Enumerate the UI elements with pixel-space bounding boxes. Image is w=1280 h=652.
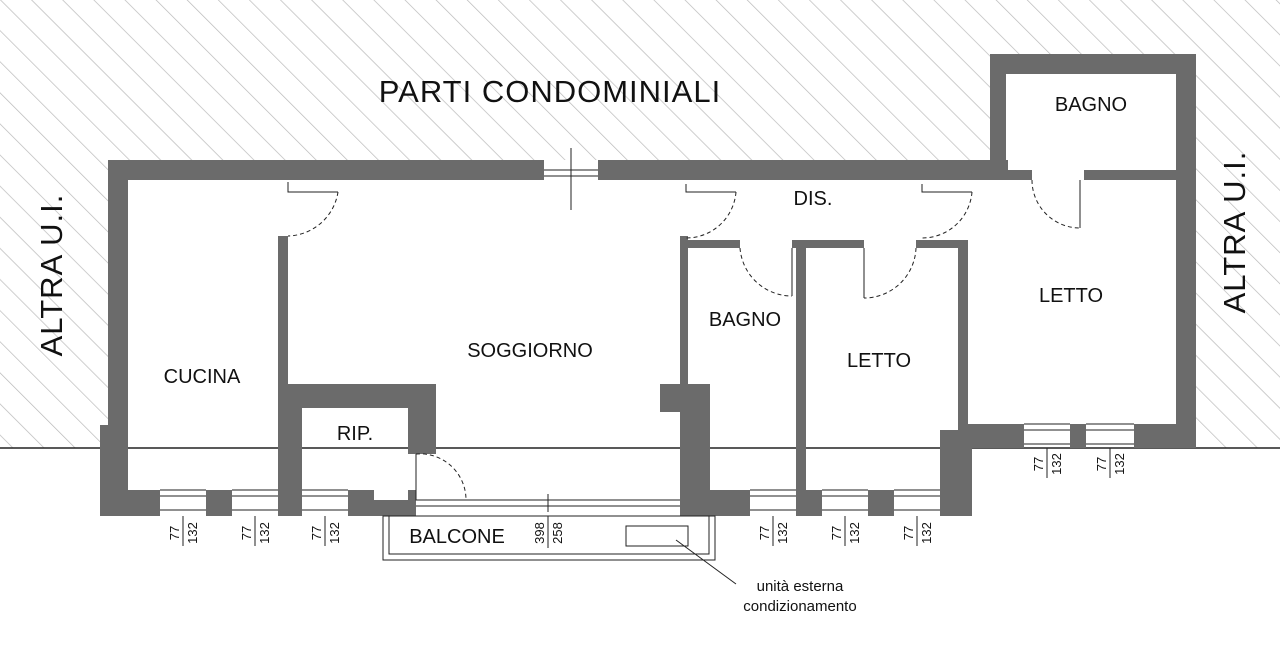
dimension-ticks [182, 448, 1111, 548]
dim-sill: 77 [829, 526, 844, 540]
door-arc [287, 191, 339, 237]
wall [680, 490, 750, 516]
wall [108, 160, 544, 180]
wall [958, 424, 1024, 448]
wall [278, 384, 302, 516]
wall [792, 240, 864, 248]
room-label-bagno-mid: BAGNO [709, 309, 781, 331]
door-arc [415, 453, 467, 501]
door-swing [921, 184, 972, 193]
wall [408, 384, 436, 454]
window-dimensions: 77 132 77 132 77 132 77 132 77 132 77 13… [167, 453, 1127, 544]
common-areas-hatch [0, 0, 1280, 448]
side-label-left: ALTRA U.I. [34, 194, 69, 357]
window [1024, 423, 1070, 445]
window [750, 489, 796, 511]
wall [796, 240, 806, 516]
balcony [382, 515, 737, 585]
wall [1084, 170, 1176, 180]
window [1086, 423, 1134, 445]
room-label-ripostiglio: RIP. [337, 423, 373, 445]
room-label-balcone: BALCONE [409, 526, 505, 548]
entrance-gap [544, 148, 598, 210]
wall [1070, 424, 1086, 448]
walls [100, 54, 1196, 516]
wall [408, 490, 416, 516]
dim-height: 132 [847, 522, 862, 544]
side-label-right: ALTRA U.I. [1217, 151, 1252, 314]
dim-sill: 77 [1094, 457, 1109, 471]
door-arc [739, 247, 793, 297]
wall [278, 236, 288, 416]
wall [680, 236, 688, 386]
room-label-cucina: CUCINA [164, 366, 241, 388]
wall [348, 500, 416, 516]
doors [287, 179, 1081, 501]
wall [958, 240, 968, 440]
room-label-letto-mid: LETTO [847, 350, 911, 372]
dim-height: 132 [919, 522, 934, 544]
door-swing [287, 182, 338, 193]
door-arc [685, 191, 737, 239]
wall [108, 490, 160, 516]
window [232, 489, 278, 511]
window [822, 489, 868, 511]
wall [1134, 424, 1196, 448]
dim-balcony-width: 398 [532, 522, 547, 544]
window [894, 489, 940, 511]
dim-height: 132 [185, 522, 200, 544]
ac-note-line1: unità esterna [757, 578, 844, 595]
ac-leader-line [675, 539, 737, 585]
window [160, 489, 206, 511]
wall [796, 490, 822, 516]
dim-height: 132 [1112, 453, 1127, 475]
door-swing [415, 454, 466, 501]
wall [206, 490, 232, 516]
room-label-letto-right: LETTO [1039, 285, 1103, 307]
dim-height: 132 [257, 522, 272, 544]
windows [160, 148, 1134, 512]
dim-height: 132 [1049, 453, 1064, 475]
door-arc [921, 191, 973, 239]
door-swing [685, 184, 736, 193]
window [302, 489, 348, 511]
hatched-areas [0, 0, 1280, 448]
room-label-bagno-top: BAGNO [1055, 94, 1127, 116]
door-arc [1031, 179, 1081, 229]
ac-note-line2: condizionamento [743, 598, 856, 615]
dim-sill: 77 [901, 526, 916, 540]
page-title: PARTI CONDOMINIALI [379, 74, 721, 109]
wall [916, 240, 966, 248]
dim-height: 132 [775, 522, 790, 544]
wall [990, 54, 1006, 180]
dim-sill: 77 [757, 526, 772, 540]
room-label-soggiorno: SOGGIORNO [467, 340, 593, 362]
dim-sill: 77 [1031, 457, 1046, 471]
door-arc [863, 247, 917, 299]
dim-sill: 77 [309, 526, 324, 540]
dim-height: 132 [327, 522, 342, 544]
wall [686, 240, 740, 248]
dim-sill: 77 [167, 526, 182, 540]
wall [990, 54, 1196, 74]
wall [868, 490, 894, 516]
balcony-door [416, 494, 680, 512]
dim-sill: 77 [239, 526, 254, 540]
room-label-disimpegno: DIS. [794, 188, 833, 210]
balcony-inner [388, 515, 710, 555]
ac-unit [625, 525, 689, 547]
wall [598, 160, 1008, 180]
dim-balcony-height: 258 [550, 522, 565, 544]
wall [1006, 170, 1032, 180]
wall [1176, 54, 1196, 448]
